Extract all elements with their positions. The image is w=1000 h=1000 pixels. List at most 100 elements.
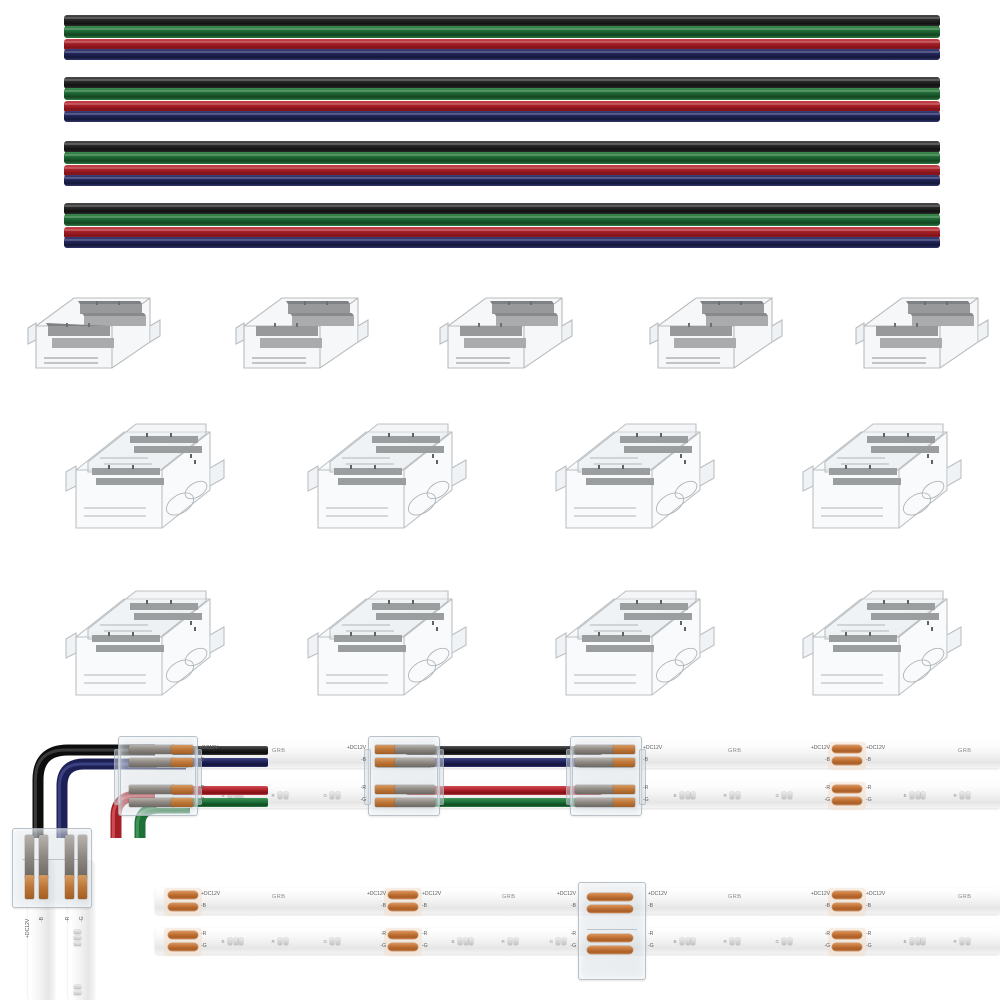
led-chip-label: G [775,938,780,944]
wire-conductor-green [64,88,940,100]
led-chip-group: R [954,938,976,946]
pad-label-minus-g: -G [422,943,428,949]
solder-pad-minus-b [587,905,633,913]
wire-conductor-red [64,165,940,177]
pad-label-minus-g: -G [201,943,207,949]
led-chip-group: B [904,792,932,800]
solder-pad-minus-b [388,903,418,911]
led-chip-group: R [502,938,524,946]
pad-label-minus-g: -G [643,797,649,803]
led-chip-label: R [501,938,505,944]
led-chip-group: B [452,938,480,946]
solder-pad-minus-r [388,931,418,939]
led-chip-group: B [222,938,250,946]
pad-label-dc12v: +DC12V [199,745,219,751]
pad-label-minus-r: -R [866,931,872,937]
strip-to-wire-clip [850,268,990,388]
wire-bundle [64,14,940,60]
led-chip-label: R [723,938,727,944]
led-chip-label: B [903,792,907,798]
wire-conductor-red [64,101,940,113]
pad-label-minus-g: -G [79,916,85,922]
pad-label-minus-r: -R [422,931,428,937]
pad-label-minus-r: -R [648,931,654,937]
pad-label-minus-b: -B [361,757,366,763]
jumper-wire-black [406,746,602,755]
pad-label-minus-r: -R [65,916,71,922]
strip-marking: GRB [272,894,286,900]
pad-label-dc12v: +DC12V [201,891,221,897]
pad-label-minus-r: -R [643,785,649,791]
solder-pad-group [828,782,866,810]
wire-conductor-black [64,15,940,27]
led-chip-group-vertical [74,985,82,999]
wire-conductor-blue [64,49,940,60]
led-chip-group: B [904,938,932,946]
strip-to-wire-clip [644,268,784,388]
strip-to-strip-connector [795,565,965,710]
led-chip-label: G [323,938,328,944]
strip-to-wire-connector-mid-right [566,736,646,816]
strip-to-strip-connector [300,565,470,710]
strip-to-wire-clip [22,268,162,388]
strip-to-strip-connector [795,398,965,543]
solder-pad-group [384,888,422,916]
solder-pad-group [828,888,866,916]
pad-label-minus-b: -B [39,917,45,922]
pad-label-minus-b: -B [825,757,830,763]
pad-label-minus-b: -B [381,903,386,909]
pad-label-dc12v: +DC12V [866,745,886,751]
strip-to-wire-clip [230,268,370,388]
solder-pad-dc12v [168,891,198,899]
wire-conductor-green [64,214,940,226]
pad-label-dc12v: +DC12V [422,891,442,897]
wire-conductor-green [64,152,940,164]
jumper-wire-green [172,798,268,807]
led-chip-group: R [272,792,294,800]
led-chip-group: G [776,938,798,946]
pad-label-dc12v: +DC12V [866,891,886,897]
jumper-wire-green [406,798,602,807]
pad-label-minus-g: -G [824,943,830,949]
led-chip-group: G [550,938,572,946]
pad-label-minus-g: -G [199,797,205,803]
led-chip-label: R [271,938,275,944]
led-chip-label: B [221,938,225,944]
solder-pad-minus-g [388,943,418,951]
jumper-wire-blue [406,758,602,767]
wire-bundle [64,140,940,186]
corner-wire-connector [12,828,92,908]
jumper-wire-blue [172,758,268,767]
solder-pad-group [164,888,202,916]
led-chip-group: G [324,938,346,946]
pad-label-minus-r: -R [824,785,830,791]
solder-pad-minus-b [168,903,198,911]
pad-label-dc12v: +DC12V [810,745,830,751]
strip-to-wire-clip [434,268,574,388]
strip-marking: GRB [958,894,972,900]
solder-pad-group [828,928,866,956]
pad-label-minus-g: -G [380,943,386,949]
strip-to-strip-connector [58,565,228,710]
pad-label-dc12v: +DC12V [556,891,576,897]
pad-label-minus-r: -R [199,785,205,791]
wire-bundle [64,76,940,122]
pad-label-minus-b: -B [422,903,427,909]
led-chip-group: G [776,792,798,800]
pad-label-dc12v: +DC12V [25,918,31,938]
pad-label-minus-b: -B [825,903,830,909]
pad-label-minus-r: -R [570,931,576,937]
pad-label-minus-b: -B [648,903,653,909]
pad-label-minus-r: -R [866,785,872,791]
solder-pad-dc12v [832,745,862,753]
pad-label-minus-b: -B [643,757,648,763]
led-chip-label: R [271,792,275,798]
pad-label-minus-g: -G [360,797,366,803]
wire-bundle [64,202,940,248]
pad-label-minus-g: -G [570,943,576,949]
led-chip-group: B [674,792,702,800]
strip-to-strip-connector [58,398,228,543]
led-chip-group-vertical [74,930,82,952]
pad-label-minus-b: -B [201,903,206,909]
